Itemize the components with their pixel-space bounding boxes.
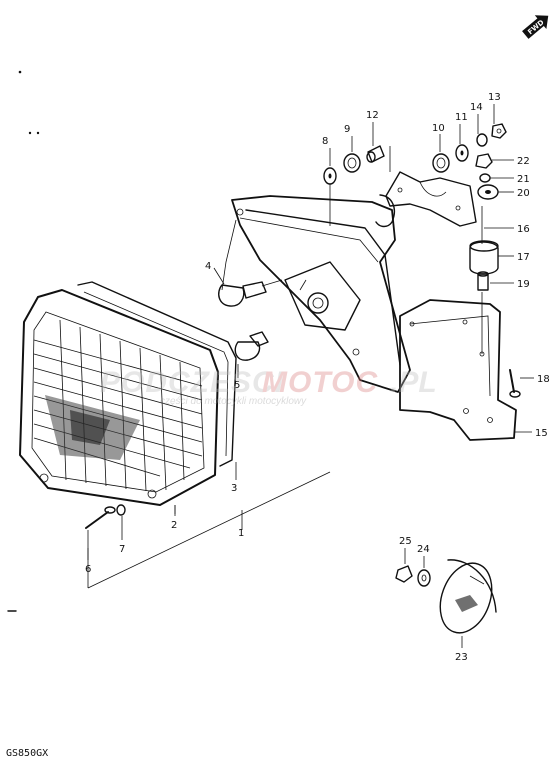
svg-text:16: 16: [517, 224, 530, 235]
callout-23: 23: [455, 636, 468, 663]
callout-25: 25: [399, 536, 412, 564]
callout-12: 12: [366, 110, 379, 146]
washer-7: [116, 504, 126, 516]
callout-5: 5: [234, 364, 240, 391]
cushion-17: [469, 240, 499, 275]
callout-8: 8: [322, 136, 331, 166]
bulb-5: [234, 331, 269, 361]
tail-lamp-lens: [19, 289, 219, 506]
watermark: PODCZESCI MOTOC .PL części do motocykli …: [100, 366, 437, 407]
washer-14: [476, 133, 488, 147]
svg-text:2: 2: [171, 520, 177, 531]
washer-24: [417, 569, 431, 587]
callout-19: 19: [490, 279, 530, 290]
svg-text:24: 24: [417, 544, 430, 555]
callout-10: 10: [432, 123, 445, 152]
svg-text:25: 25: [399, 536, 412, 547]
lens-gasket: [77, 281, 237, 467]
svg-text:19: 19: [517, 279, 530, 290]
svg-text:14: 14: [470, 102, 483, 113]
collar-12: [366, 145, 385, 163]
nut-13: [491, 123, 507, 139]
callout-22: 22: [492, 156, 530, 167]
svg-text:6: 6: [85, 564, 91, 575]
bulb-4: [218, 279, 283, 307]
watermark-brand-left: PODCZESCI: [100, 366, 284, 399]
callout-13: 13: [488, 92, 501, 124]
callout-15: 15: [514, 428, 548, 439]
screw-18: [509, 369, 521, 398]
grommet-10: [432, 153, 450, 173]
svg-text:4: 4: [205, 261, 211, 272]
washer-20: [477, 184, 499, 200]
reflector-23: [439, 559, 497, 634]
callout-18: 18: [520, 374, 550, 385]
callout-24: 24: [417, 544, 430, 568]
callouts: 1 2 3 4 5 6 7 8 9: [85, 92, 550, 663]
washer-8: [323, 167, 337, 185]
callout-9: 9: [344, 124, 353, 152]
callout-2: 2: [171, 505, 177, 531]
svg-text:12: 12: [366, 110, 379, 121]
svg-text:18: 18: [537, 374, 550, 385]
watermark-tagline: części do motocykli motocyklowy: [160, 396, 307, 407]
svg-text:15: 15: [535, 428, 548, 439]
svg-text:13: 13: [488, 92, 501, 103]
callout-16: 16: [484, 224, 530, 235]
svg-text:23: 23: [455, 652, 468, 663]
callout-20: 20: [498, 188, 530, 199]
callout-11: 11: [455, 112, 468, 144]
callout-7: 7: [119, 516, 125, 555]
svg-text:7: 7: [119, 544, 125, 555]
washer-21: [479, 173, 491, 183]
svg-text:21: 21: [517, 174, 530, 185]
screw-6: [85, 506, 116, 529]
svg-text:5: 5: [234, 380, 240, 391]
margin-marks: [7, 70, 40, 612]
watermark-brand-mid: MOTOC: [262, 366, 378, 399]
model-code-label: GS850GX: [6, 748, 49, 759]
svg-text:20: 20: [517, 188, 530, 199]
lamp-housing: [221, 194, 411, 393]
nut-22: [475, 153, 493, 169]
callout-1: 1: [238, 528, 244, 539]
svg-text:3: 3: [231, 483, 237, 494]
callout-21: 21: [490, 174, 530, 185]
grommet-9: [343, 153, 361, 173]
nut-25: [395, 565, 413, 583]
svg-text:1: 1: [238, 528, 244, 539]
callout-4: 4: [205, 261, 225, 285]
svg-text:17: 17: [517, 252, 530, 263]
callout-6: 6: [85, 530, 91, 575]
svg-text:10: 10: [432, 123, 445, 134]
upper-bracket: [385, 171, 477, 227]
washer-11: [455, 144, 469, 162]
svg-text:9: 9: [344, 124, 350, 135]
svg-text:8: 8: [322, 136, 328, 147]
watermark-brand-right: .PL: [390, 366, 437, 399]
callout-14: 14: [470, 102, 483, 134]
svg-text:22: 22: [517, 156, 530, 167]
fwd-arrow-icon: FWD: [522, 15, 549, 39]
callout-17: 17: [498, 252, 530, 263]
svg-text:11: 11: [455, 112, 468, 123]
callout-3: 3: [231, 483, 237, 494]
collar-19: [477, 271, 489, 291]
